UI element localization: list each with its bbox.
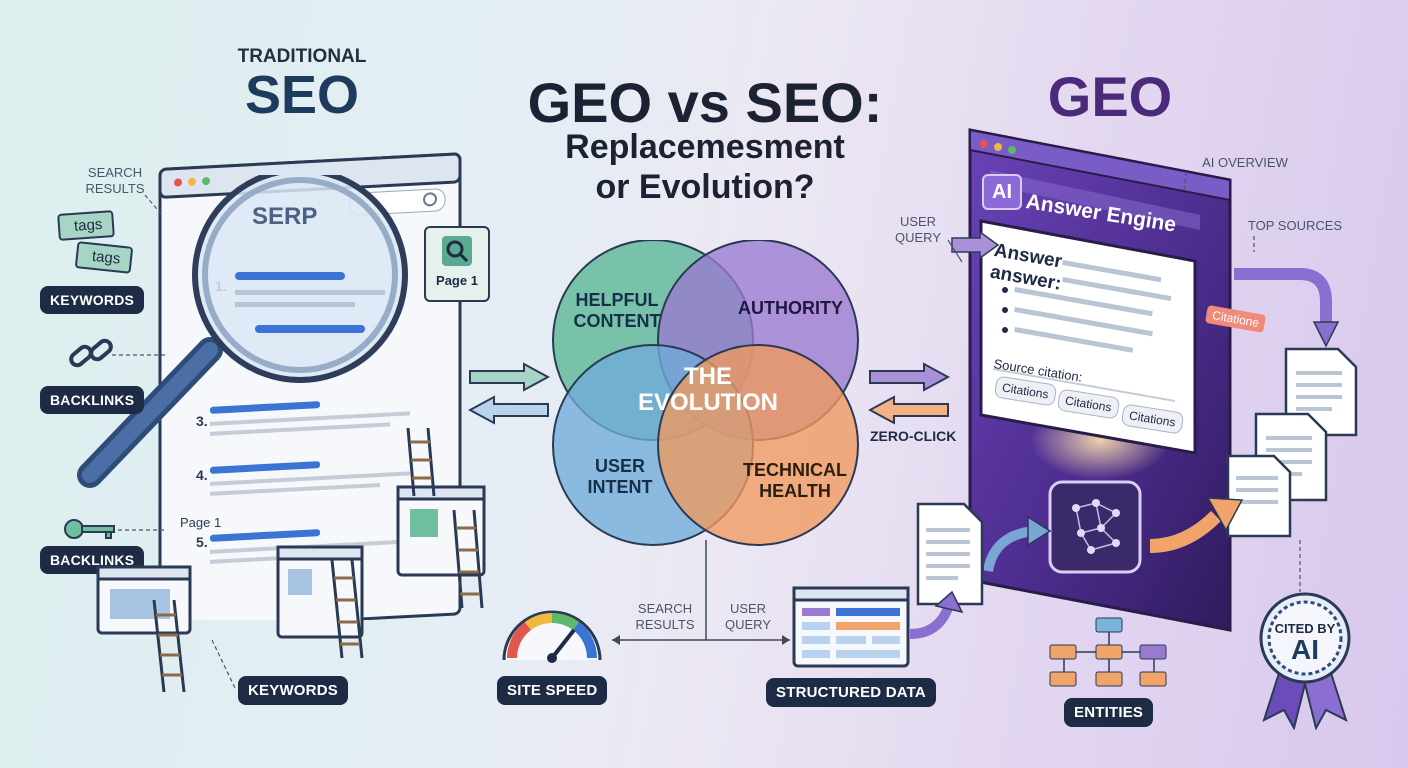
user-query-arrow-icon: [951, 230, 1000, 260]
keywords-pill: KEYWORDS: [40, 286, 145, 314]
entities-graph-icon: [1049, 617, 1167, 687]
search-icon: [442, 236, 472, 266]
ladder-icon-2: [330, 560, 364, 659]
site-speed-pill: SITE SPEED: [497, 676, 608, 705]
result-number-3: 3.: [196, 413, 208, 429]
ladder-icon-3: [406, 428, 436, 497]
arrow-left-icon-right: [868, 395, 949, 425]
output-arrow-icon: [1149, 497, 1244, 553]
zero-click-label: ZERO-CLICK: [870, 428, 957, 444]
structured-data-window-icon: [792, 586, 910, 668]
center-connector-lines: [612, 540, 790, 645]
small-window-icon-3: [396, 485, 486, 577]
backlinks-pill-1: BACKLINKS: [40, 386, 145, 414]
ai-badge: AI: [982, 174, 1022, 210]
cited-by-ai-medal-icon: [1259, 592, 1351, 730]
page1-label: Page 1: [180, 515, 222, 530]
cited-by-label: CITED BY: [1274, 621, 1336, 636]
top-sources-label: TOP SOURCES: [1247, 218, 1343, 233]
ai-overview-label: AI OVERVIEW: [1202, 155, 1288, 170]
cited-ai-label: AI: [1291, 634, 1319, 665]
arrow-left-icon-left: [468, 395, 549, 425]
structured-arrow-icon: [909, 590, 964, 639]
small-window-icon-2: [276, 545, 364, 639]
venn-technical-health: [657, 344, 859, 546]
neural-network-chip-icon: [1048, 480, 1142, 574]
result-number-4: 4.: [196, 467, 208, 483]
chain-link-icon: [69, 338, 113, 368]
page-subtitle-line2: or Evolution?: [595, 168, 815, 206]
arrow-right-icon-right: [869, 362, 950, 392]
serp-title: SERP: [252, 203, 318, 230]
seo-title: SEO: [244, 65, 360, 125]
venn-diagram: [552, 240, 859, 546]
magnifier-icon: [77, 175, 408, 488]
traditional-label: TRADITIONAL: [237, 46, 367, 67]
top-sources-arrow-icon: [1234, 268, 1340, 348]
result-number-5: 5.: [196, 534, 208, 550]
document-icon-4: [916, 502, 984, 606]
key-icon: [64, 519, 115, 539]
input-arrow-icon: [984, 515, 1052, 573]
structured-data-pill: STRUCTURED DATA: [766, 678, 936, 707]
page-title: GEO vs SEO:: [527, 71, 883, 134]
page1-badge: Page 1: [424, 226, 490, 302]
ladder-icon-1: [152, 600, 186, 693]
arrow-right-icon-left: [469, 362, 550, 392]
ladder-icon-4: [452, 510, 484, 609]
venn-authority-label: AUTHORITY: [738, 298, 843, 318]
keywords-pill-bottom: KEYWORDS: [238, 676, 348, 705]
speedometer-icon: [502, 610, 602, 663]
page-subtitle-line1: Replacemesment: [565, 128, 845, 166]
entities-pill: ENTITIES: [1064, 698, 1154, 727]
geo-title: GEO: [1047, 65, 1173, 128]
